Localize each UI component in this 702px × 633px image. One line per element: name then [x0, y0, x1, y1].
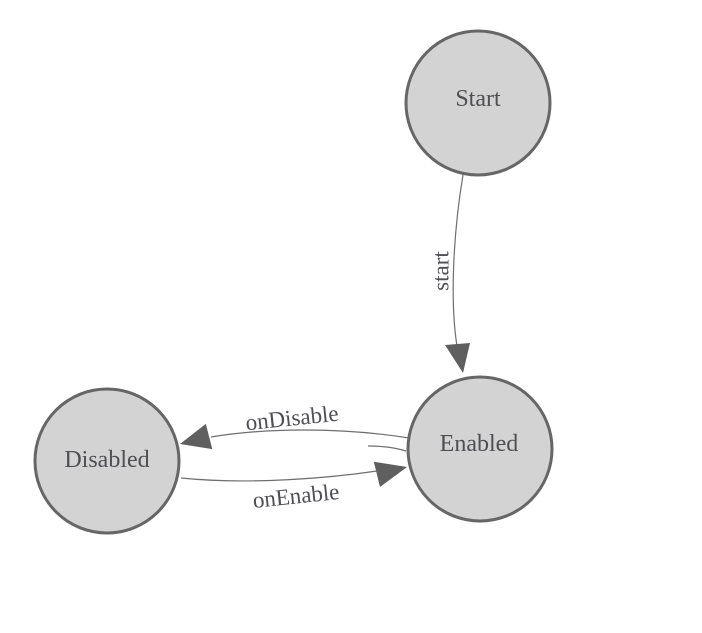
node-disabled-label: Disabled	[64, 447, 149, 473]
node-start-label: Start	[455, 86, 501, 112]
edge-start-to-enabled: start	[429, 174, 470, 373]
edge-arrowhead-icon	[180, 423, 213, 450]
node-start-circle[interactable]	[404, 29, 552, 177]
edge-disabled-to-enabled: onEnable	[180, 445, 407, 513]
node-enabled[interactable]: Enabled	[406, 375, 554, 523]
node-start[interactable]: Start	[404, 29, 552, 177]
edge-line	[452, 174, 464, 347]
node-enabled-label: Enabled	[440, 431, 519, 457]
edge-line	[180, 470, 378, 482]
node-enabled-circle[interactable]	[406, 375, 554, 523]
node-disabled[interactable]: Disabled	[33, 387, 181, 535]
edge-line	[210, 429, 410, 439]
edge-line-end-segment	[367, 445, 407, 452]
node-disabled-circle[interactable]	[33, 387, 181, 535]
edge-label-onenable: onEnable	[252, 479, 341, 513]
edge-arrowhead-icon	[373, 461, 407, 487]
edge-arrowhead-icon	[445, 343, 470, 373]
edge-label-start: start	[429, 251, 454, 291]
edge-enabled-to-disabled: onDisable	[180, 401, 410, 450]
